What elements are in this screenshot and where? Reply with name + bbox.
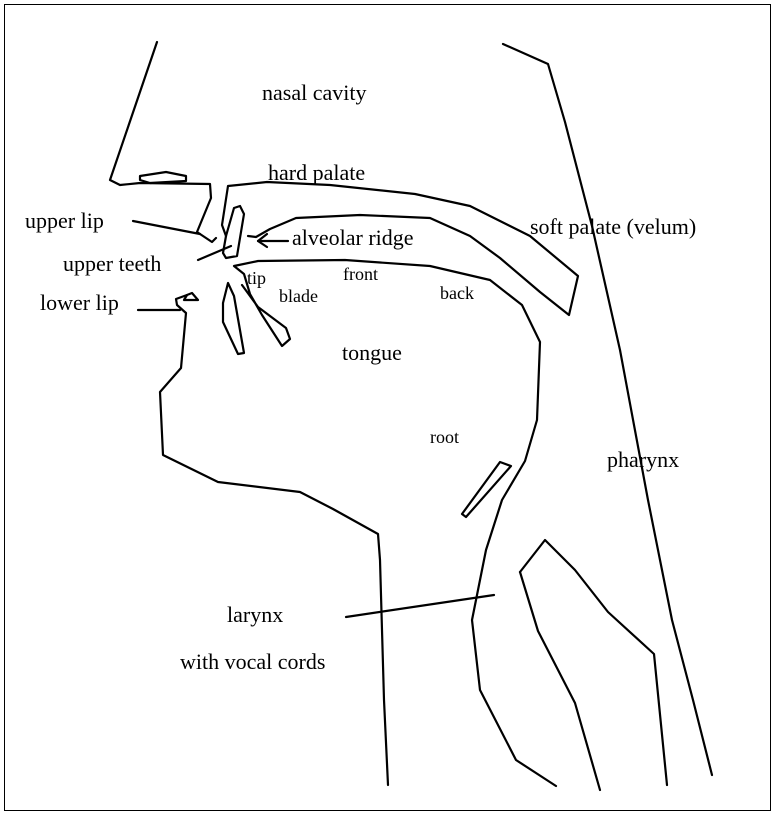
nostril [140,172,186,183]
label-alveolar-ridge: alveolar ridge [292,225,414,250]
label-pharynx: pharynx [607,447,679,472]
label-larynx: larynx [227,602,283,627]
epiglottis [462,462,511,517]
label-vocal-cords: with vocal cords [180,649,325,674]
label-hard-palate: hard palate [268,160,365,185]
label-upper-teeth: upper teeth [63,251,161,276]
pharynx-wall [503,44,712,775]
tongue [234,260,556,786]
label-tip: tip [247,268,266,288]
label-lower-lip: lower lip [40,290,119,315]
label-tongue: tongue [342,340,402,365]
label-nasal-cavity: nasal cavity [262,80,366,105]
larynx-leader [346,595,494,617]
label-root: root [430,427,459,447]
label-upper-lip: upper lip [25,208,104,233]
lower-tooth [223,283,244,354]
lower-lip-contour [184,293,198,300]
label-front: front [343,264,378,284]
larynx-front [520,572,600,790]
upper-lip-leader [133,221,200,234]
label-back: back [440,283,474,303]
arytenoid [520,540,667,785]
label-soft-palate: soft palate (velum) [530,214,696,239]
upper-tooth [223,206,244,258]
label-blade: blade [279,286,318,306]
